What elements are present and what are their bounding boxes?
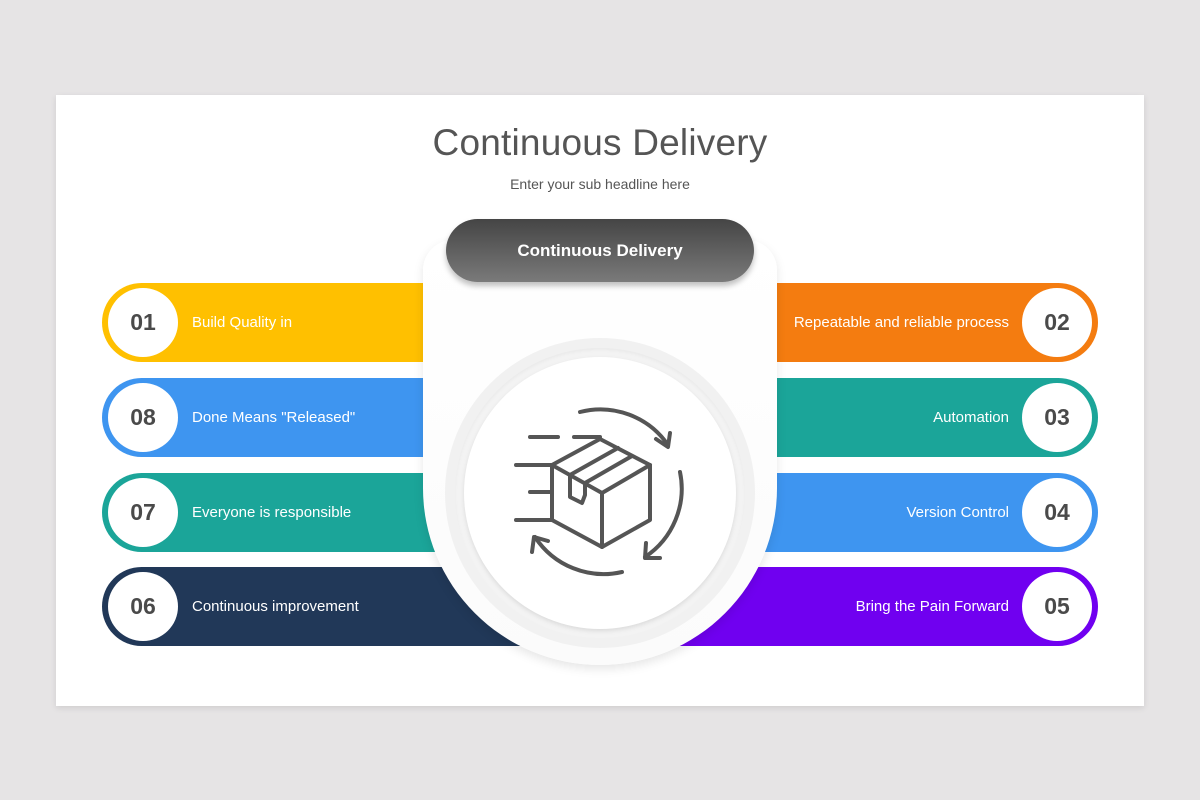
item-04: Version Control 04 [598, 473, 1098, 552]
item-number-badge: 08 [108, 383, 178, 452]
item-number-badge: 05 [1022, 572, 1092, 641]
slide-subtitle: Enter your sub headline here [510, 176, 690, 192]
delivery-box-cycle-icon [514, 407, 684, 577]
item-number-badge: 01 [108, 288, 178, 357]
item-label: Continuous improvement [192, 598, 359, 615]
item-label: Done Means "Released" [192, 409, 356, 426]
item-number-badge: 07 [108, 478, 178, 547]
item-number-badge: 03 [1022, 383, 1092, 452]
item-label: Repeatable and reliable process [793, 314, 1009, 331]
item-number-badge: 06 [108, 572, 178, 641]
item-label: Build Quality in [192, 314, 293, 331]
item-number-badge: 02 [1022, 288, 1092, 357]
item-label: Version Control [906, 504, 1009, 521]
item-number-badge: 04 [1022, 478, 1092, 547]
center-header-pill: Continuous Delivery [446, 219, 754, 282]
item-label: Everyone is responsible [192, 504, 352, 521]
item-label: Bring the Pain Forward [855, 598, 1009, 615]
slide-title: Continuous Delivery [432, 122, 768, 163]
item-label: Automation [933, 409, 1009, 426]
